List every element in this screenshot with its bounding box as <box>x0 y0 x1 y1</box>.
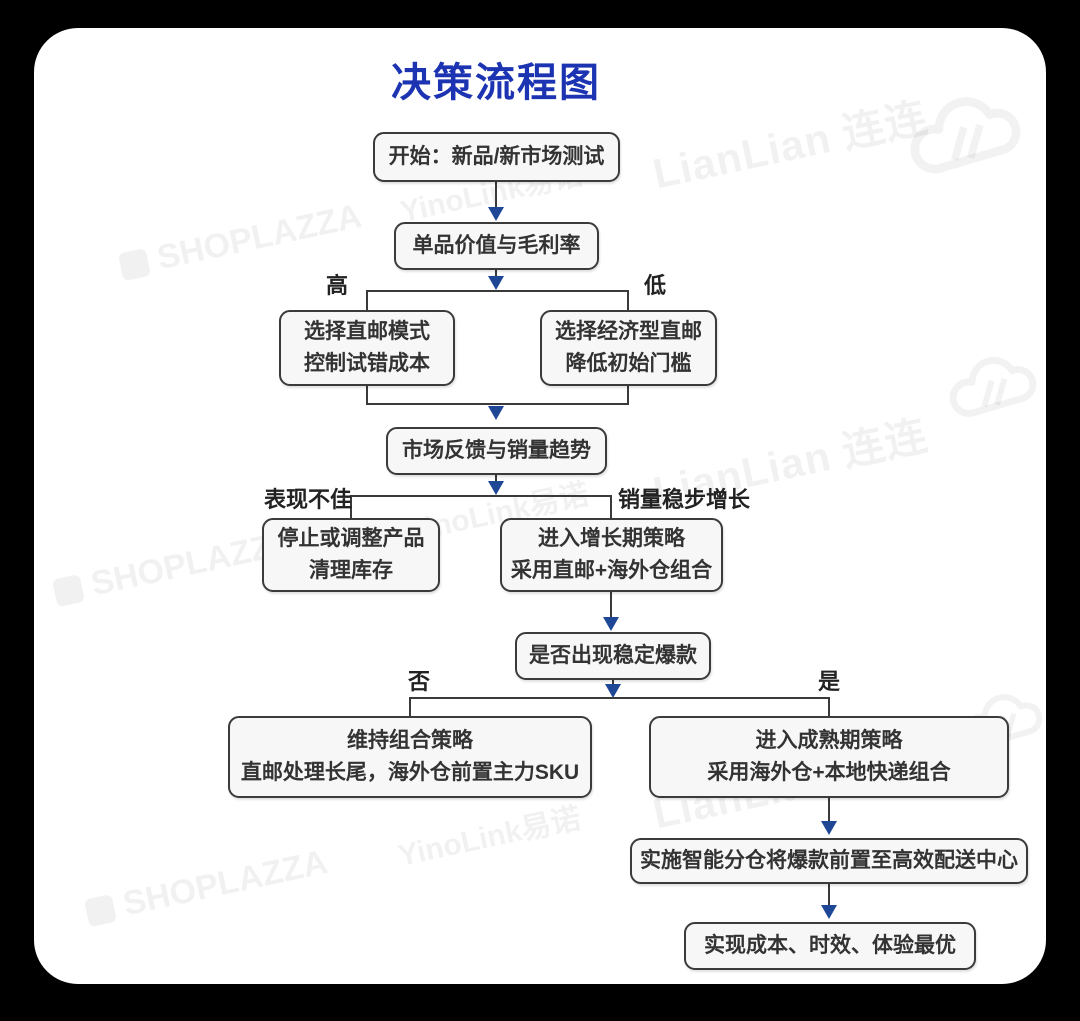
flow-node-market-feedback: 市场反馈与销量趋势 <box>386 427 607 475</box>
branch-label-low: 低 <box>644 273 667 298</box>
shoplazza-logo-icon <box>51 573 85 607</box>
connector-line <box>828 884 830 906</box>
flow-node-value: 单品价值与毛利率 <box>394 222 599 270</box>
arrow-down-icon <box>605 684 621 698</box>
node-text: 选择经济型直邮 <box>555 320 702 343</box>
branch-line <box>409 697 830 699</box>
branch-label-steady: 销量稳步增长 <box>618 487 751 512</box>
node-text: 单品价值与毛利率 <box>412 234 581 257</box>
shoplazza-logo-icon <box>83 893 117 927</box>
node-text: 选择直邮模式 <box>304 320 430 343</box>
branch-line <box>366 290 629 292</box>
arrow-down-icon <box>488 276 504 290</box>
page-title: 决策流程图 <box>391 61 601 105</box>
branch-label-poor: 表现不佳 <box>264 487 353 512</box>
node-text: 开始：新品/新市场测试 <box>388 145 605 168</box>
node-text: 直邮处理长尾，海外仓前置主力SKU <box>240 761 580 784</box>
connector-line <box>495 182 497 208</box>
connector-line <box>495 270 497 278</box>
flow-node-growth-strategy: 进入增长期策略 采用直邮+海外仓组合 <box>500 518 723 592</box>
connector-line <box>610 592 612 618</box>
connector-line <box>610 496 612 518</box>
shoplazza-logo-icon <box>117 247 151 281</box>
cloud-logo-icon <box>935 340 1064 440</box>
node-text: 降低初始门槛 <box>565 352 692 375</box>
node-text: 市场反馈与销量趋势 <box>402 439 591 462</box>
flow-node-optimal-result: 实现成本、时效、体验最优 <box>684 922 976 970</box>
branch-label-yes: 是 <box>818 669 841 694</box>
flow-node-stable-hit: 是否出现稳定爆款 <box>515 632 711 680</box>
node-text: 进入增长期策略 <box>538 527 685 550</box>
node-text: 清理库存 <box>309 559 393 582</box>
branch-label-high: 高 <box>326 273 349 298</box>
arrow-down-icon <box>603 617 619 631</box>
connector-line <box>495 475 497 483</box>
connector-line <box>366 386 368 405</box>
arrow-down-icon <box>488 406 504 420</box>
connector-line <box>627 386 629 405</box>
node-text: 进入成熟期策略 <box>755 729 903 752</box>
node-text: 采用直邮+海外仓组合 <box>510 559 713 582</box>
flowchart-card <box>34 28 1046 984</box>
arrow-down-icon <box>488 481 504 495</box>
connector-line <box>828 798 830 822</box>
node-text: 采用海外仓+本地快递组合 <box>707 761 951 784</box>
node-text: 实施智能分仓将爆款前置至高效配送中心 <box>640 849 1018 872</box>
node-text: 是否出现稳定爆款 <box>529 644 697 667</box>
flow-node-direct-mail: 选择直邮模式 控制试错成本 <box>279 310 455 386</box>
connector-line <box>828 698 830 716</box>
connector-line <box>350 496 352 518</box>
node-text: 实现成本、时效、体验最优 <box>704 934 956 957</box>
connector-line <box>366 291 368 310</box>
node-text: 控制试错成本 <box>304 352 430 375</box>
branch-label-no: 否 <box>408 669 431 694</box>
node-text: 停止或调整产品 <box>277 527 425 550</box>
flow-node-stop-adjust: 停止或调整产品 清理库存 <box>262 518 440 592</box>
flow-node-start: 开始：新品/新市场测试 <box>373 132 620 182</box>
connector-line <box>612 680 614 686</box>
node-text: 维持组合策略 <box>347 729 473 752</box>
arrow-down-icon <box>821 821 837 835</box>
arrow-down-icon <box>488 207 504 221</box>
flow-node-mature-strategy: 进入成熟期策略 采用海外仓+本地快递组合 <box>649 716 1009 798</box>
connector-line <box>409 698 411 716</box>
flow-node-economy-mail: 选择经济型直邮 降低初始门槛 <box>540 310 717 386</box>
connector-line <box>627 291 629 310</box>
branch-line <box>350 495 612 497</box>
arrow-down-icon <box>821 905 837 919</box>
cloud-logo-icon <box>891 76 1054 201</box>
merge-line <box>366 403 629 405</box>
flow-node-maintain-combo: 维持组合策略 直邮处理长尾，海外仓前置主力SKU <box>228 716 592 798</box>
flow-node-smart-warehouse: 实施智能分仓将爆款前置至高效配送中心 <box>630 838 1028 884</box>
